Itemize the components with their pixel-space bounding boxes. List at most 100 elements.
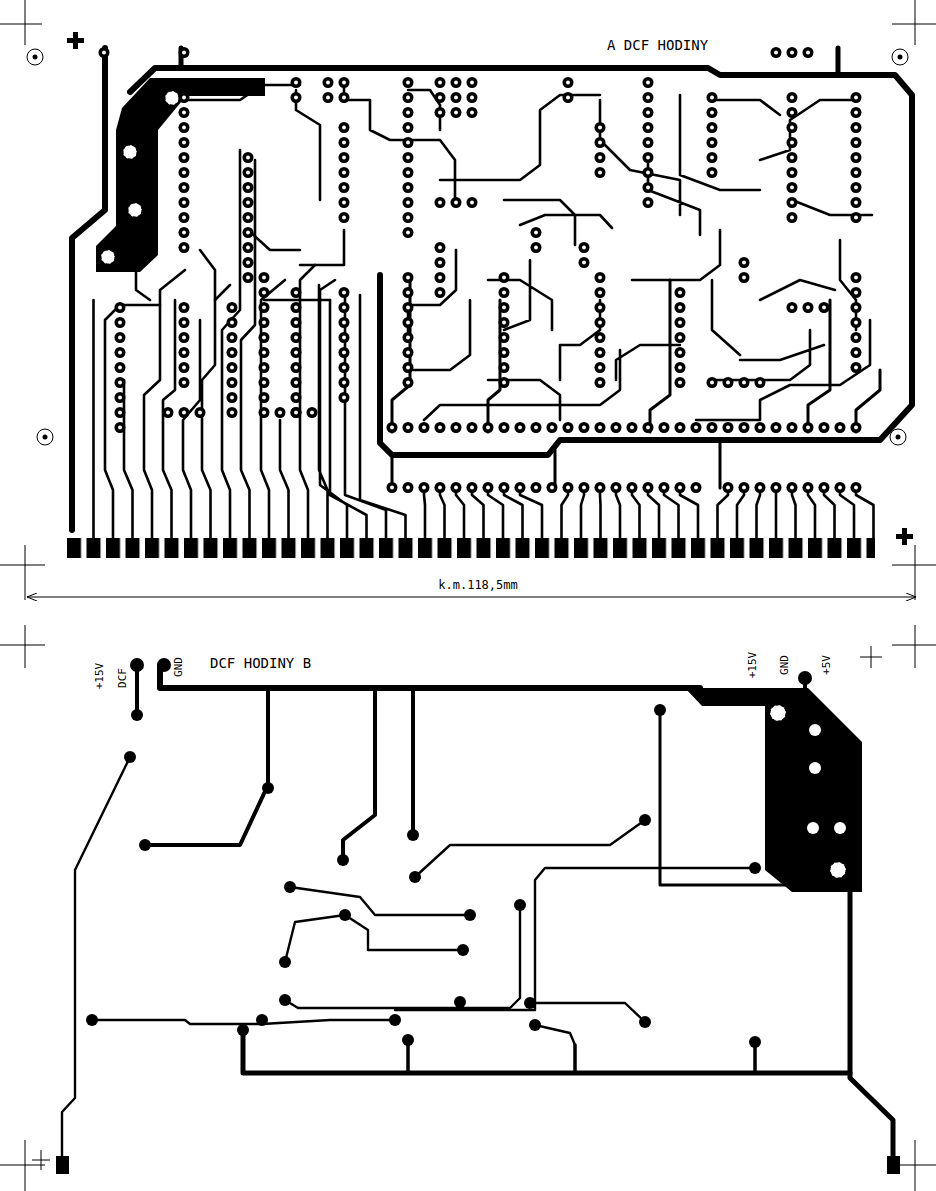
signal-trace (285, 915, 463, 962)
ground-outline-trace (130, 68, 912, 455)
signal-traces (120, 85, 872, 420)
mount-hole (892, 49, 908, 65)
pad (139, 839, 151, 851)
pad (457, 944, 469, 956)
pad (409, 871, 421, 883)
pad-row (176, 45, 192, 60)
dot (898, 55, 903, 60)
pad (130, 658, 144, 672)
supply-trace (408, 1040, 755, 1073)
pad-row (272, 405, 320, 420)
pad (131, 709, 143, 721)
board-title: A DCF HODINY (607, 38, 708, 52)
pad-column (112, 300, 128, 435)
mount-hole (37, 429, 53, 445)
pad (262, 782, 274, 794)
pad (389, 1014, 401, 1026)
supply-trace (243, 1030, 850, 1073)
fiducial (67, 32, 84, 49)
hole (770, 705, 786, 721)
crosshair (0, 625, 45, 668)
dot (43, 435, 48, 440)
dimension-label: k.m.118,5mm (435, 579, 520, 591)
pin-label: +5V (821, 655, 832, 675)
pad-column (336, 285, 352, 405)
pad-column (288, 75, 304, 105)
pad-column (784, 90, 800, 225)
pad-column (176, 300, 192, 390)
crosshair (892, 625, 936, 668)
pad (749, 1036, 761, 1048)
mount-hole (890, 429, 906, 445)
crosshair (0, 0, 42, 45)
pour-holes (807, 724, 846, 834)
pad-column (736, 255, 752, 285)
board-b-traces (62, 665, 893, 1160)
pad (339, 909, 351, 921)
board-b-pads (56, 658, 900, 1174)
mount-hole (27, 49, 43, 65)
signal-trace (395, 868, 755, 1010)
gnd-trace (343, 688, 375, 860)
dimension-line (27, 597, 916, 598)
pad-column (784, 300, 832, 315)
pad (402, 1034, 414, 1046)
gnd-trace (411, 688, 415, 835)
gnd-trace (145, 688, 268, 845)
pin-label: +15V (747, 652, 758, 679)
pad (256, 1014, 268, 1026)
pin-label: DCF (117, 668, 128, 688)
pad-column (432, 195, 480, 210)
edge-pad (887, 1156, 900, 1174)
pad (279, 956, 291, 968)
pad (789, 879, 801, 891)
crosshair (32, 1150, 50, 1170)
signal-trace (92, 1003, 645, 1045)
pad-row (160, 405, 208, 420)
pad-column (176, 90, 192, 255)
dot (33, 55, 38, 60)
hole (834, 822, 846, 834)
pad (514, 899, 526, 911)
copper-pour (685, 688, 862, 892)
pad-row (768, 45, 816, 60)
pad-column (400, 270, 416, 390)
pin-label: +15V (94, 663, 105, 690)
pad (407, 829, 419, 841)
pad-column (256, 270, 272, 420)
pad-column (848, 90, 864, 225)
board-a-pads (96, 45, 864, 495)
crosshair (860, 646, 882, 668)
pad-column (224, 300, 240, 420)
board-title: DCF HODINY B (210, 656, 311, 670)
pad-row (720, 480, 864, 495)
pour-holes (101, 91, 179, 264)
hole (128, 203, 142, 217)
board-a-traces (72, 48, 912, 540)
pad-column (640, 75, 656, 210)
pad-column (704, 375, 768, 390)
supply-trace (135, 665, 139, 715)
pad-column (432, 75, 480, 120)
pad (654, 704, 666, 716)
pad-column (320, 75, 352, 105)
pad (279, 994, 291, 1006)
crosshair (0, 545, 45, 600)
supply-trace (836, 48, 841, 75)
pad-column (704, 90, 720, 180)
pad (639, 1016, 651, 1028)
pad (454, 996, 466, 1008)
pad-column (592, 270, 608, 390)
crosshair (892, 545, 936, 600)
hole (809, 724, 821, 736)
supply-trace (72, 48, 105, 530)
pad (798, 671, 812, 685)
pad (749, 862, 761, 874)
hole (807, 822, 819, 834)
signal-trace (62, 757, 130, 1160)
pad (237, 1024, 249, 1036)
pad-column (240, 150, 256, 285)
hole (830, 862, 846, 878)
